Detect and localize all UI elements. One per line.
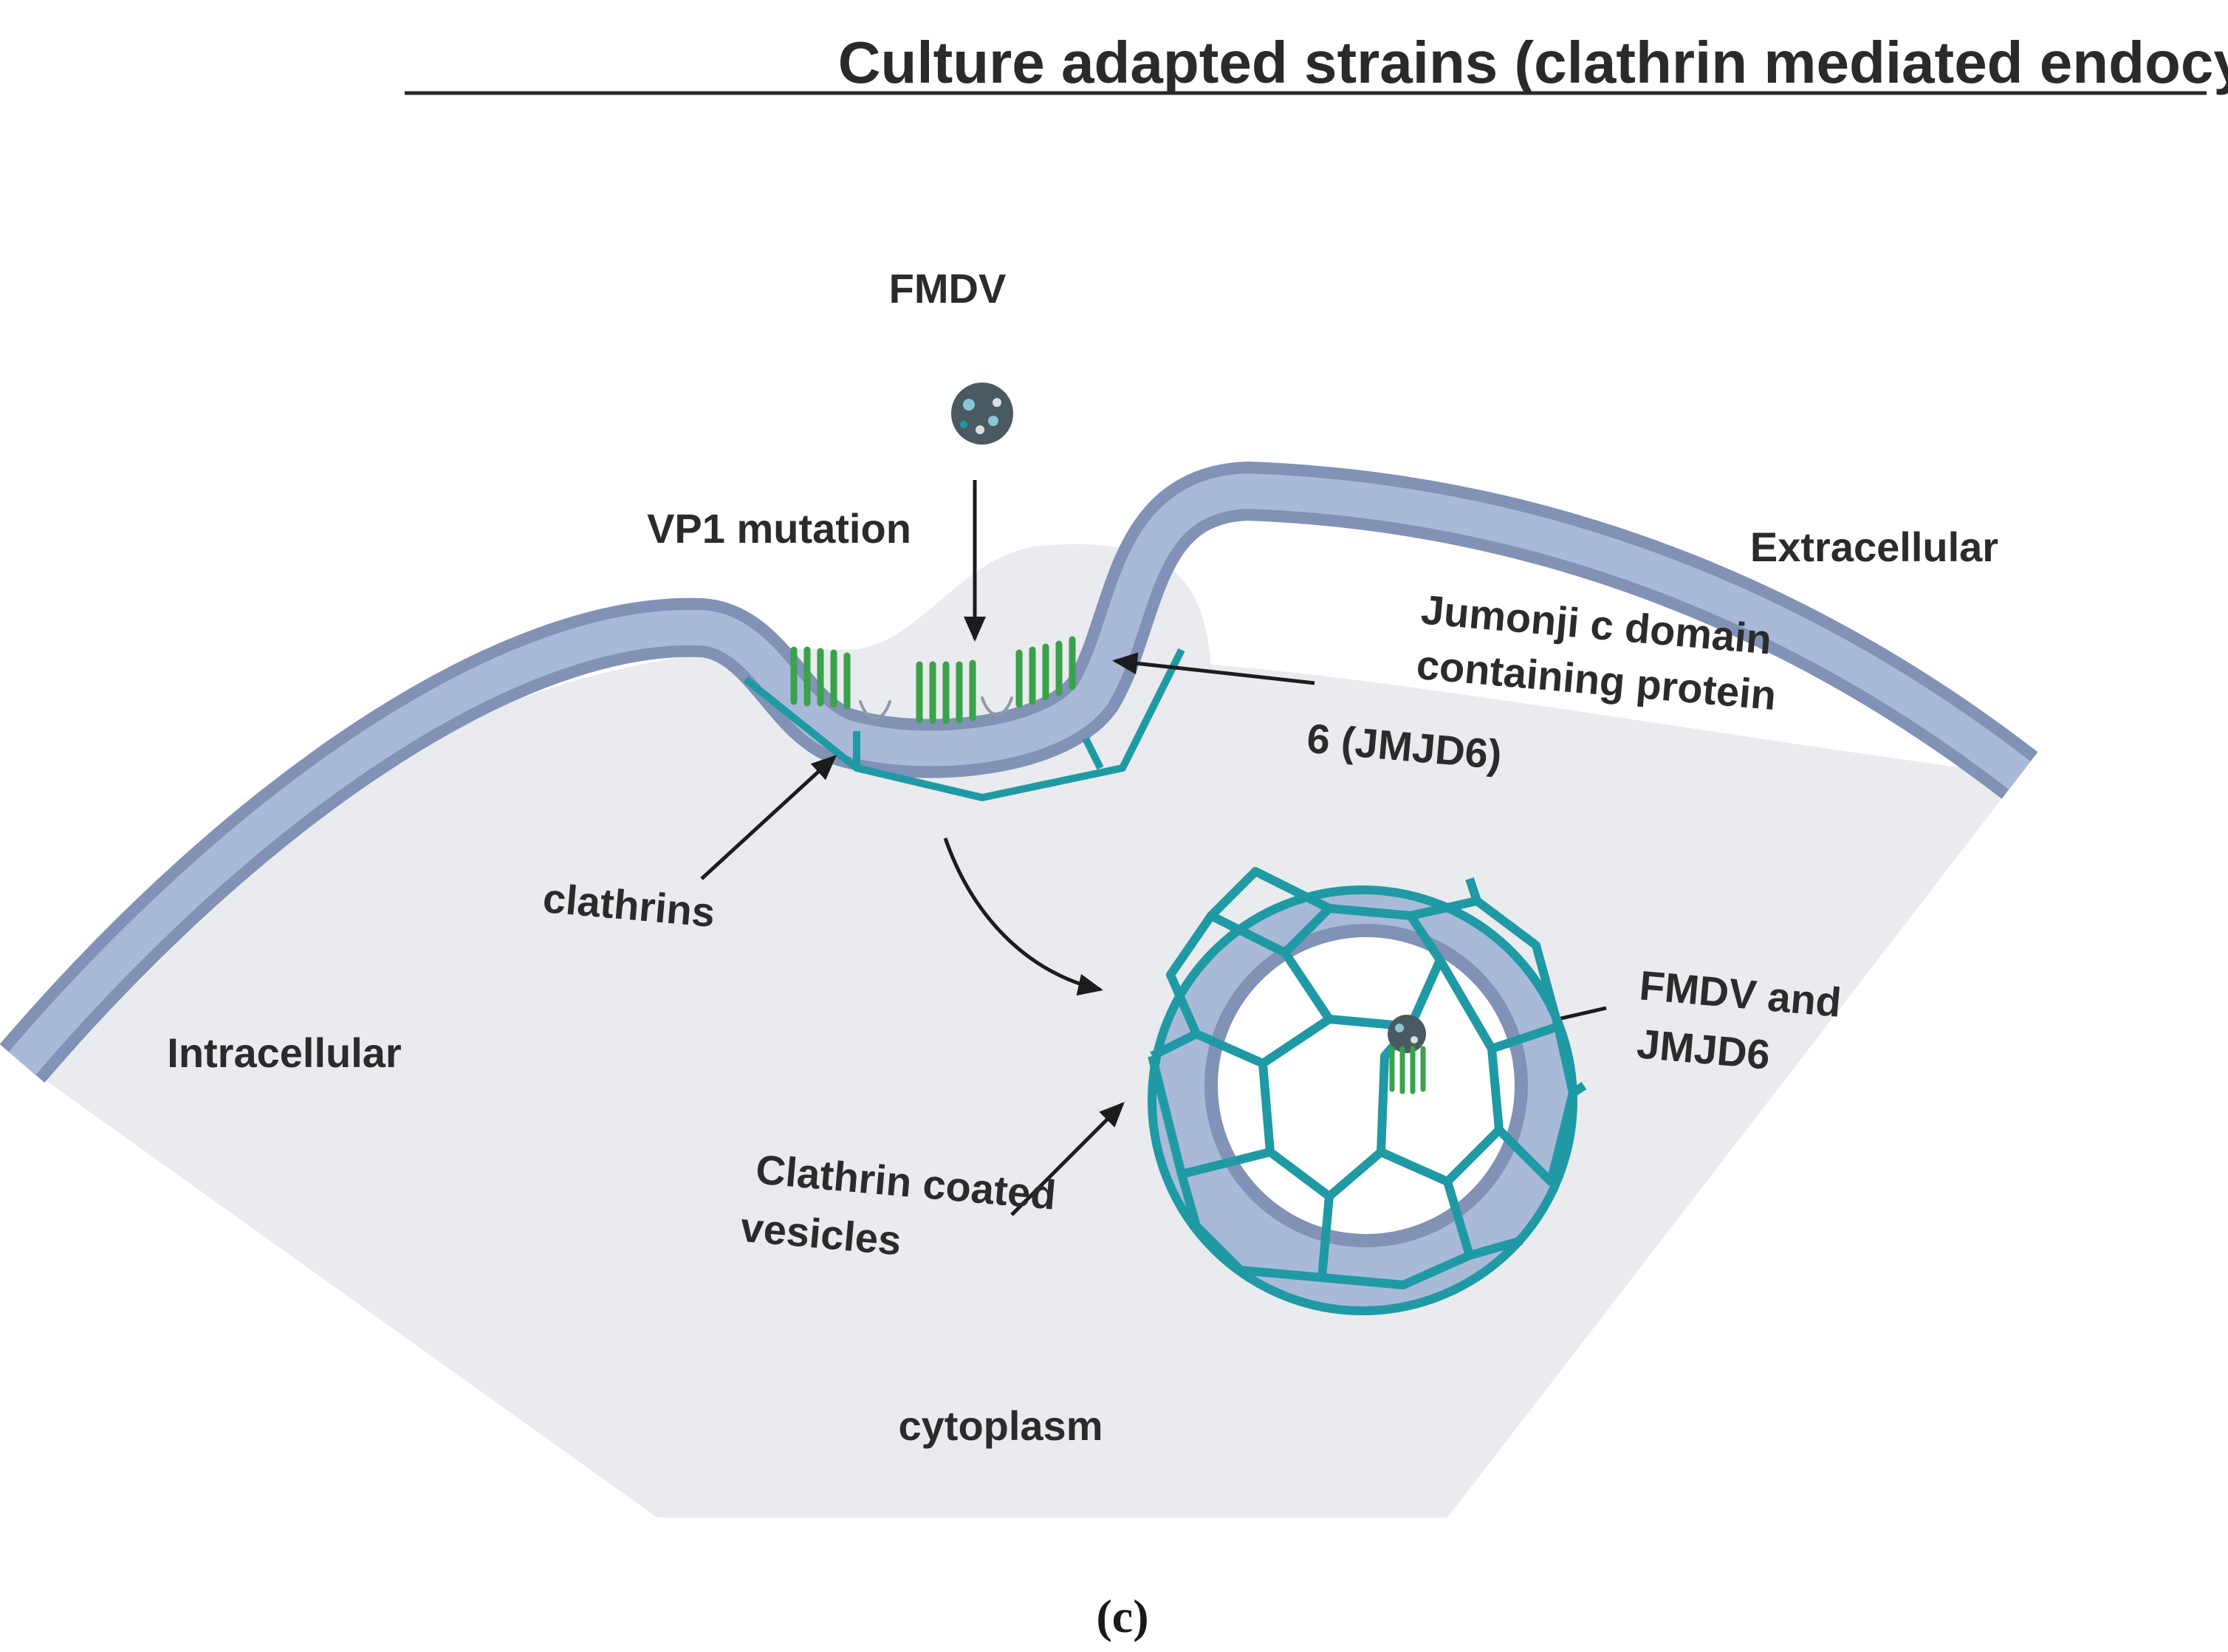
- vp1-mutation-label: VP1 mutation: [647, 505, 911, 552]
- cytoplasm-region: [22, 544, 2020, 1518]
- fmdv-label: FMDV: [889, 265, 1007, 312]
- arrows: [700, 480, 1607, 1216]
- jmjd6-label-arrow: [1112, 652, 1315, 685]
- intracellular-label: Intracellular: [167, 1029, 401, 1076]
- panel-label: (c): [1096, 1590, 1148, 1642]
- clathrin-lattice-icon: [1148, 867, 1587, 1315]
- title-group: Culture adapted strains (clathrin mediat…: [405, 30, 2228, 95]
- cytoplasm-label: cytoplasm: [899, 1402, 1103, 1449]
- coated-label-arrow: [1010, 1102, 1125, 1216]
- fmdv-jmjd6-complex-icon: [1388, 1015, 1426, 1094]
- fmdv-jmjd6-label-line2: JMJD6: [1635, 1020, 1772, 1077]
- figure-title: Culture adapted strains (clathrin mediat…: [838, 30, 2228, 95]
- clathrins-label-arrow: [700, 755, 837, 880]
- clathrin-coat: [743, 648, 1185, 801]
- fmdv-virion-icon: [951, 383, 1013, 445]
- vesicle-formation-arrow: [943, 837, 1103, 996]
- plasma-membrane: [0, 461, 2038, 1083]
- extracellular-label: Extracellular: [1750, 524, 1998, 570]
- clathrin-coated-vesicle: [1148, 867, 1587, 1315]
- jmjd6-receptor-icon: [790, 636, 1076, 724]
